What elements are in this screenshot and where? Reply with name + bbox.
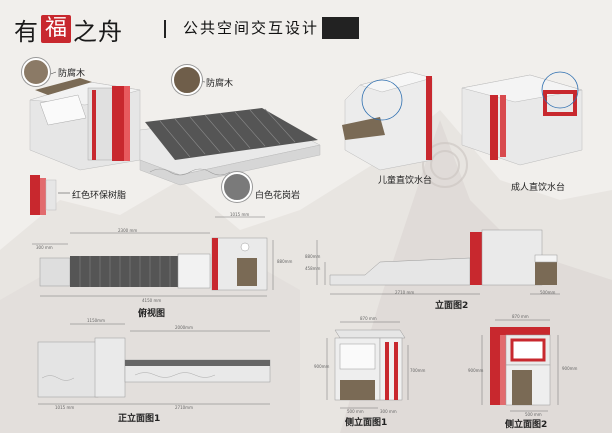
dim-s2-900b: 900mm [562,366,578,371]
title-char: 有 [14,17,39,46]
dim-s1-300: 300 mm [380,409,397,414]
dim-top-4150: 4150 mm [142,298,162,303]
title-fu-char: 福 [41,15,71,43]
label-adult-fountain: 成人直饮水台 [511,183,566,193]
dim-s1-700: 700mm [410,368,426,373]
label-child-fountain: 儿童直饮水台 [378,176,433,186]
dim-top-left: 300 mm [36,245,53,250]
dim-el2-2710: 2710 mm [395,290,415,295]
label-side-elevation-2: 侧立面图2 [505,420,548,430]
label-granite: 白色花岗岩 [255,191,301,201]
dim-top-880: 880mm [277,259,293,264]
dim-top-2300: 2300 mm [118,228,138,233]
dim-s1-500: 500 mm [347,409,364,414]
dim-fe-1015: 1015 mm [55,405,75,410]
dim-s1-900: 900mm [314,364,330,369]
label-front-elevation-1: 正立面图1 [118,414,161,424]
label-wood-2: 防腐木 [206,79,234,89]
title-char: 舟 [98,17,123,46]
page-title: 有 福 之 舟 [14,14,123,46]
granite-callout [222,172,252,202]
dim-el2-880: 880mm [305,254,321,259]
dim-el2-458: 458mm [305,266,321,271]
title-divider [164,20,166,38]
wood-callout-2 [172,65,202,95]
page-subtitle: 公共空间交互设计 [183,19,320,37]
dim-el2-500: 500mm [540,290,556,295]
label-side-elevation-1: 侧立面图1 [345,418,388,428]
label-top-view: 俯视图 [138,309,166,319]
header-black-bar [322,17,359,39]
dim-s2-900a: 900mm [468,368,484,373]
label-elevation-2: 立面图2 [435,301,469,311]
title-char: 之 [73,17,98,46]
dim-fe-2710: 2710mm [175,405,193,410]
wood-callout-1 [22,58,50,86]
dim-s2-870: 870 mm [512,314,529,319]
label-wood-1: 防腐木 [58,69,86,79]
dim-fe-2000: 2000mm [175,325,193,330]
dim-s1-870: 870 mm [360,316,377,321]
dim-fe-1150: 1150mm [87,318,105,323]
dim-s2-500: 500 mm [525,412,542,417]
dim-top-1015: 1015 mm [230,212,250,217]
label-resin: 红色环保树脂 [72,191,127,201]
